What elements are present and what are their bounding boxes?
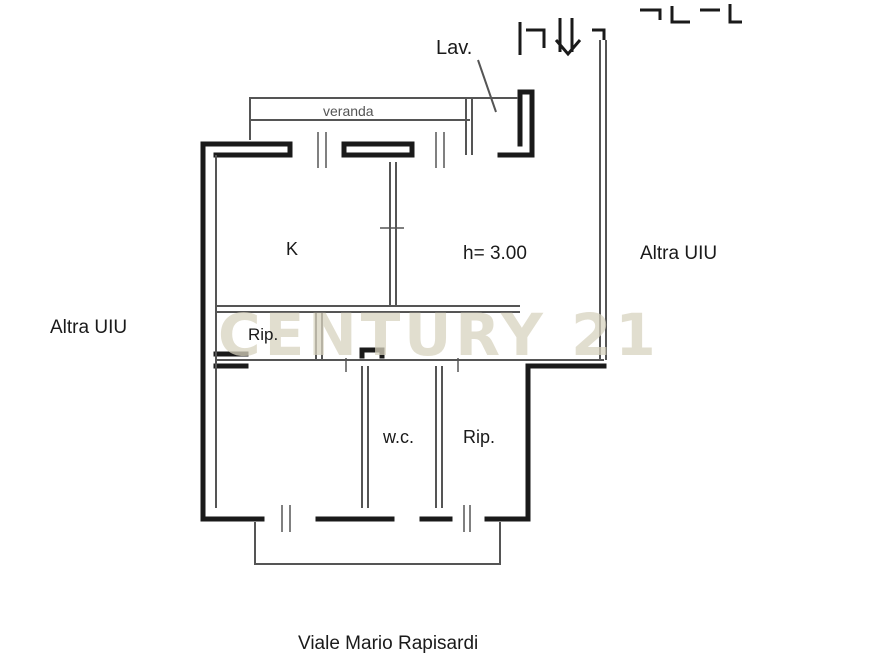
storage-small-label: Rip. xyxy=(248,325,279,344)
wc-label: w.c. xyxy=(383,427,415,447)
lav-label: Lav. xyxy=(436,37,473,59)
other-unit-left-label: Altra UIU xyxy=(50,317,128,338)
street-label: Viale Mario Rapisardi xyxy=(298,633,479,654)
veranda-label: veranda xyxy=(323,103,374,119)
storage-label: Rip. xyxy=(463,427,496,447)
stair-and-entry xyxy=(518,4,742,57)
watermark: CENTURY 21 xyxy=(218,301,660,369)
windows-and-doors xyxy=(281,132,471,532)
other-unit-right-label: Altra UIU xyxy=(640,243,718,264)
inner-walls xyxy=(215,40,607,565)
exterior-walls xyxy=(200,89,607,522)
kitchen-label: K xyxy=(286,239,299,259)
ceiling-height-label: h= 3.00 xyxy=(463,243,527,264)
